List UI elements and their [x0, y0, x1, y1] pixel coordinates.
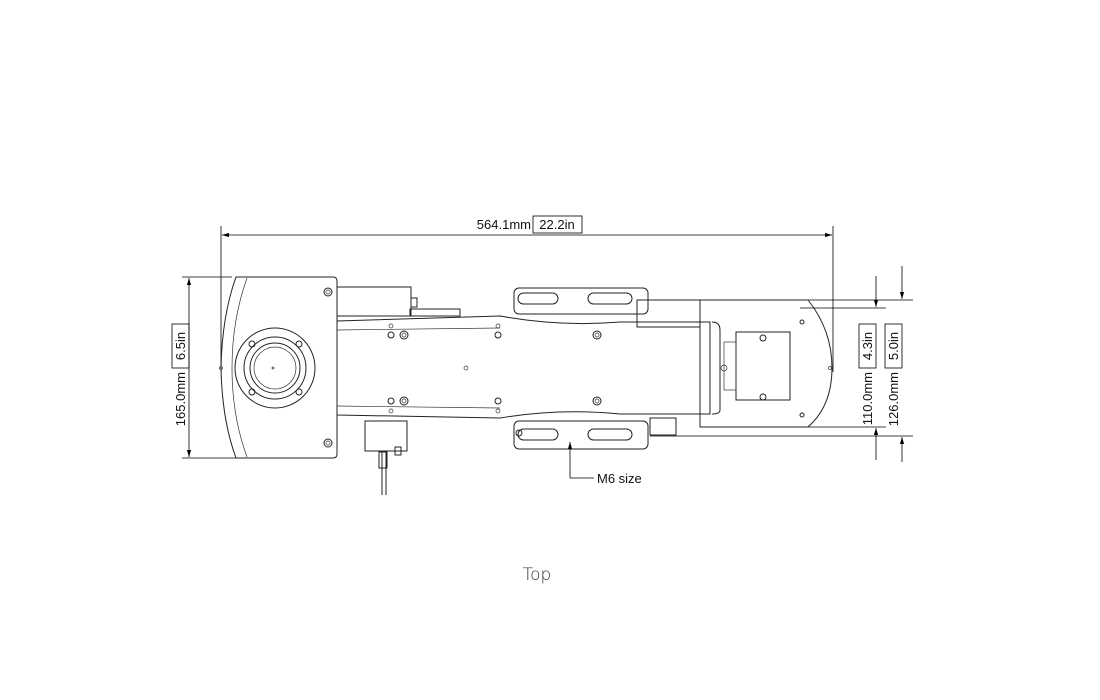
inner-width-mm: 110.0mm [860, 372, 875, 425]
mounting-clamp-top [513, 287, 649, 315]
motor-block [636, 299, 701, 328]
outer-width-in: 5.0in [886, 332, 901, 360]
view-label: Top [523, 565, 552, 585]
m6-size-label: M6 size [597, 471, 642, 486]
upper-bracket [336, 286, 461, 495]
end-plate [699, 299, 833, 428]
overall-length-mm: 564.1mm [477, 217, 531, 232]
overall-length-in: 22.2in [539, 217, 574, 232]
inner-width-in: 4.3in [860, 332, 875, 360]
base-width-mm: 165.0mm [173, 372, 188, 426]
joint-flange [234, 327, 316, 409]
arm-link [336, 315, 711, 419]
base-width-dimension: 165.0mm 6.5in [171, 276, 248, 459]
outer-width-mm: 126.0mm [886, 372, 901, 426]
m6-callout: M6 size [567, 442, 642, 486]
overall-length-dimension: 564.1mm 22.2in [220, 215, 834, 372]
width-dimensions-right: 110.0mm 4.3in 126.0mm 5.0in [640, 266, 913, 462]
base-plate [219, 276, 338, 459]
mounting-clamp-bottom [513, 417, 677, 450]
base-width-in: 6.5in [173, 332, 188, 360]
cable-connector [378, 451, 388, 469]
